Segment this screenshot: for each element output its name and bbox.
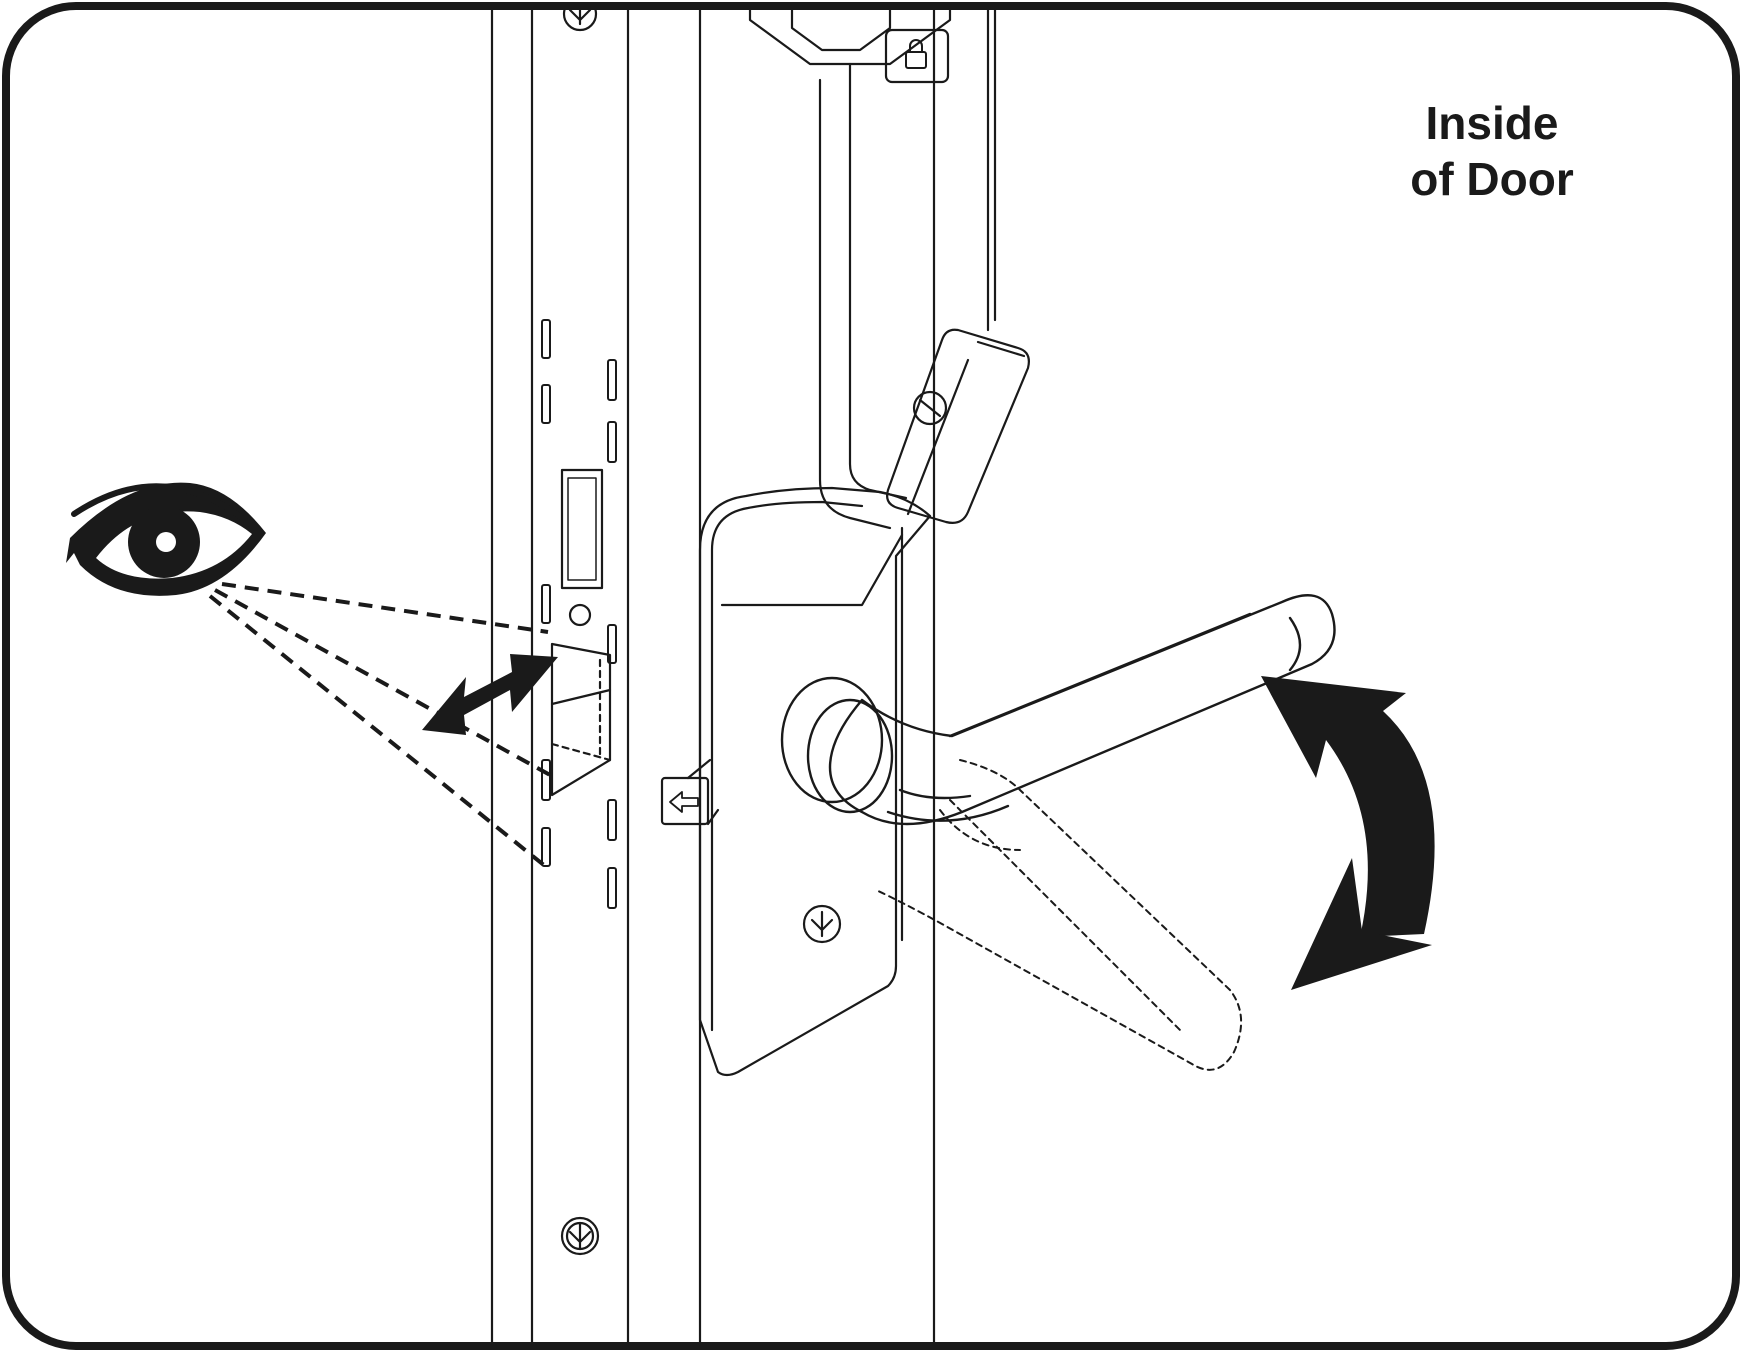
lever-handle-rotated	[875, 759, 1243, 1071]
eye-icon	[66, 482, 266, 596]
double-arrow-icon	[422, 654, 558, 735]
inside-of-door-label: Inside of Door	[1362, 95, 1622, 207]
faceplate-slots	[541, 319, 617, 909]
left-arrow-icon	[660, 758, 720, 826]
label-line-2: of Door	[1410, 153, 1574, 205]
label-line-1: Inside	[1425, 97, 1559, 149]
thumbturn-rail	[818, 62, 908, 530]
latch-bolt	[550, 642, 612, 797]
padlock-icon	[905, 39, 927, 69]
plate-screw	[802, 904, 842, 944]
lever-handle	[780, 594, 1336, 826]
escutcheon-plate	[698, 486, 932, 1077]
strike-opening	[560, 468, 604, 627]
sight-lines	[208, 582, 552, 872]
screw-bottom	[560, 1216, 600, 1256]
rotate-arrow-icon	[1261, 676, 1435, 990]
thumbturn-knob	[886, 328, 1030, 524]
door-edge	[490, 6, 997, 1346]
